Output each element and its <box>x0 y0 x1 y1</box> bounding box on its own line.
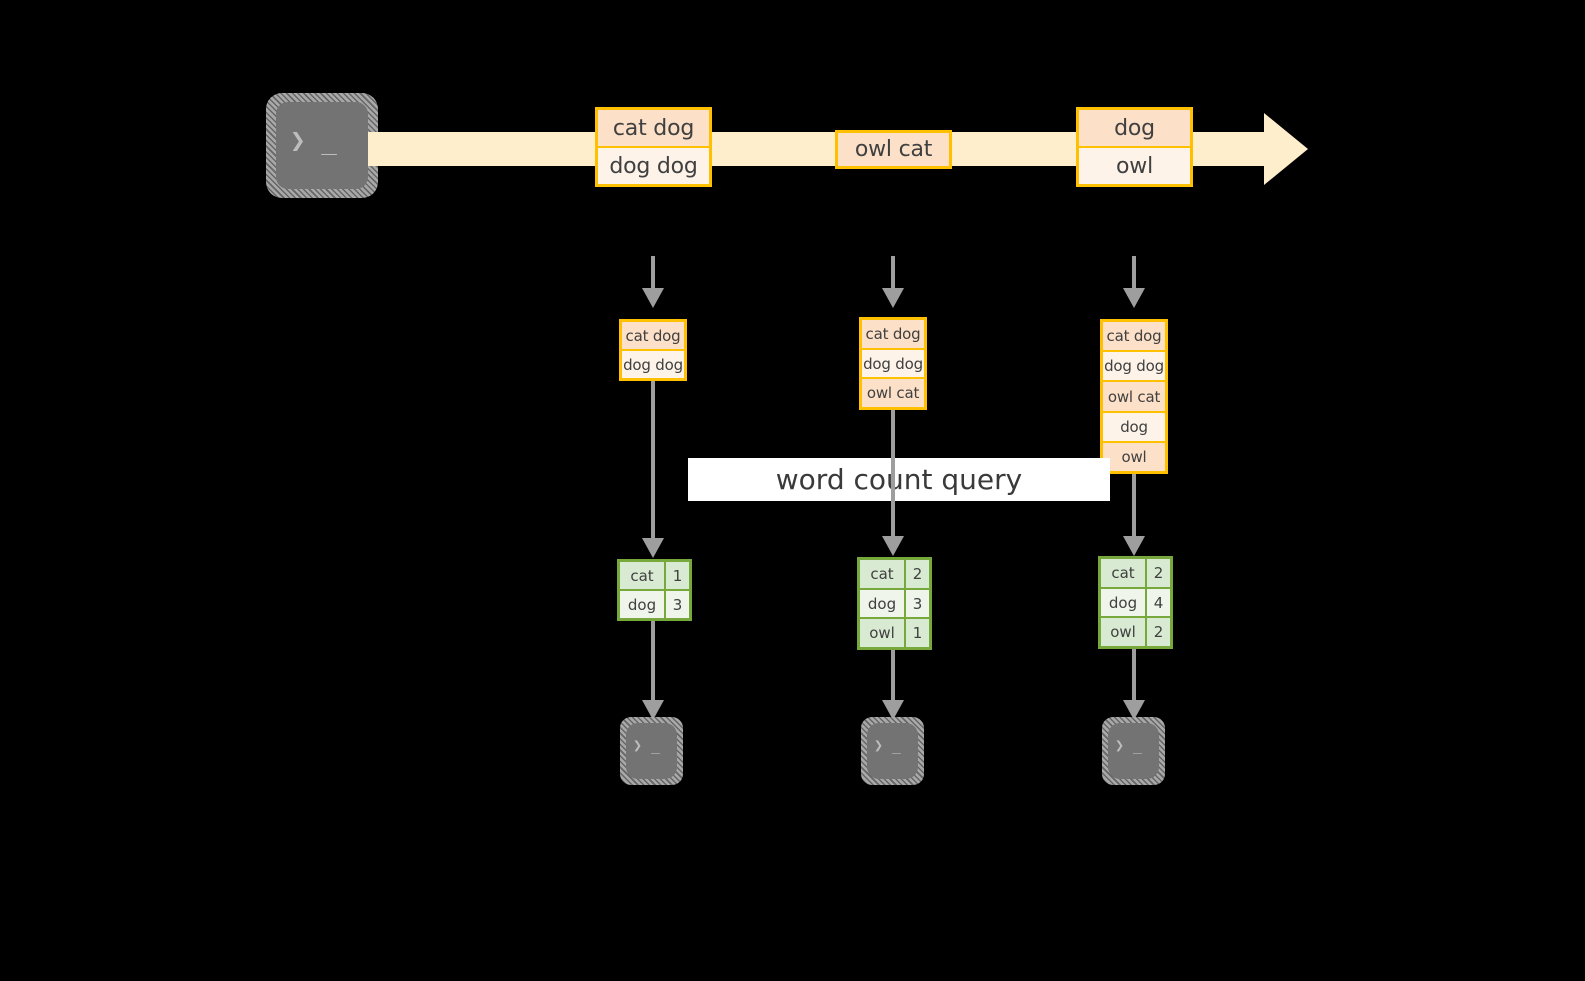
sink-connector-2 <box>891 650 895 703</box>
query-connector-3 <box>1132 474 1136 538</box>
input-table-row: cat dog <box>622 322 684 349</box>
result-count: 1 <box>664 562 689 589</box>
sink-connector-arrow-1 <box>642 700 664 720</box>
result-word: dog <box>1101 588 1145 617</box>
result-table-1: cat 1 dog 3 <box>617 559 692 621</box>
input-table-row: cat dog <box>862 320 924 348</box>
stream-event-line: dog dog <box>598 146 709 184</box>
stream-event-line: owl <box>1079 146 1190 184</box>
result-count: 3 <box>904 589 929 618</box>
input-table-row: owl <box>1103 440 1165 472</box>
result-word: dog <box>860 589 904 618</box>
query-connector-arrow-2 <box>882 536 904 556</box>
input-table-2: cat dog dog dog owl cat <box>859 317 927 410</box>
result-table-row: cat 1 <box>620 562 689 589</box>
sink-connector-3 <box>1132 649 1136 703</box>
sink-connector-1 <box>651 621 655 703</box>
terminal-screen: ❯ _ <box>867 723 918 779</box>
trigger-arrow-shaft-2 <box>891 256 895 290</box>
query-connector-2-overlay <box>891 458 895 501</box>
input-table-row: dog dog <box>1103 350 1165 381</box>
trigger-arrow-head-3 <box>1123 288 1145 308</box>
query-connector-arrow-3 <box>1123 536 1145 556</box>
result-count: 1 <box>904 619 929 648</box>
terminal-screen: ❯ _ <box>626 723 677 779</box>
stream-event-box-1: cat dog dog dog <box>595 107 712 187</box>
input-table-row: cat dog <box>1103 322 1165 351</box>
result-count: 4 <box>1145 588 1170 617</box>
input-table-3: cat dog dog dog owl cat dog owl <box>1100 319 1168 474</box>
source-terminal-icon: ❯ _ <box>266 93 378 198</box>
result-count: 3 <box>664 591 689 618</box>
result-word: cat <box>620 562 664 589</box>
sink-terminal-icon-2: ❯ _ <box>861 717 924 785</box>
result-table-row: dog 4 <box>1101 586 1170 617</box>
sink-terminal-icon-1: ❯ _ <box>620 717 683 785</box>
terminal-prompt-glyph: ❯ _ <box>874 736 902 754</box>
terminal-screen: ❯ _ <box>276 102 368 189</box>
trigger-arrow-head-2 <box>882 288 904 308</box>
query-label: word count query <box>775 463 1023 496</box>
result-table-row: cat 2 <box>860 560 929 588</box>
result-table-row: owl 1 <box>860 617 929 648</box>
result-word: cat <box>1101 559 1145 587</box>
result-table-2: cat 2 dog 3 owl 1 <box>857 557 932 650</box>
terminal-screen: ❯ _ <box>1108 723 1159 779</box>
result-word: cat <box>860 560 904 588</box>
result-table-row: dog 3 <box>620 589 689 618</box>
query-label-band: word count query <box>688 458 1110 501</box>
input-table-row: owl cat <box>862 377 924 408</box>
stream-event-line: cat dog <box>598 110 709 146</box>
terminal-prompt-glyph: ❯ _ <box>290 126 337 156</box>
input-table-row: dog dog <box>622 349 684 378</box>
trigger-arrow-shaft-3 <box>1132 256 1136 290</box>
stream-event-box-3: dog owl <box>1076 107 1193 187</box>
sink-connector-arrow-2 <box>882 700 904 720</box>
query-connector-1 <box>651 381 655 541</box>
result-count: 2 <box>1145 559 1170 587</box>
terminal-prompt-glyph: ❯ _ <box>1115 736 1143 754</box>
input-table-row: dog dog <box>862 347 924 378</box>
stream-event-box-2: owl cat <box>835 130 952 169</box>
trigger-arrow-shaft-1 <box>651 256 655 290</box>
stream-event-line: owl cat <box>838 133 949 166</box>
result-count: 2 <box>1145 618 1170 647</box>
result-table-3: cat 2 dog 4 owl 2 <box>1098 556 1173 649</box>
trigger-arrow-head-1 <box>642 288 664 308</box>
result-word: owl <box>860 619 904 648</box>
input-table-row: owl cat <box>1103 380 1165 411</box>
input-table-1: cat dog dog dog <box>619 319 687 381</box>
query-connector-arrow-1 <box>642 538 664 558</box>
sink-connector-arrow-3 <box>1123 700 1145 720</box>
result-word: owl <box>1101 618 1145 647</box>
stream-arrow-head <box>1264 113 1308 185</box>
input-table-row: dog <box>1103 410 1165 441</box>
stream-event-line: dog <box>1079 110 1190 146</box>
result-table-row: dog 3 <box>860 587 929 618</box>
result-word: dog <box>620 591 664 618</box>
result-table-row: owl 2 <box>1101 616 1170 647</box>
sink-terminal-icon-3: ❯ _ <box>1102 717 1165 785</box>
result-count: 2 <box>904 560 929 588</box>
result-table-row: cat 2 <box>1101 559 1170 587</box>
terminal-prompt-glyph: ❯ _ <box>633 736 661 754</box>
